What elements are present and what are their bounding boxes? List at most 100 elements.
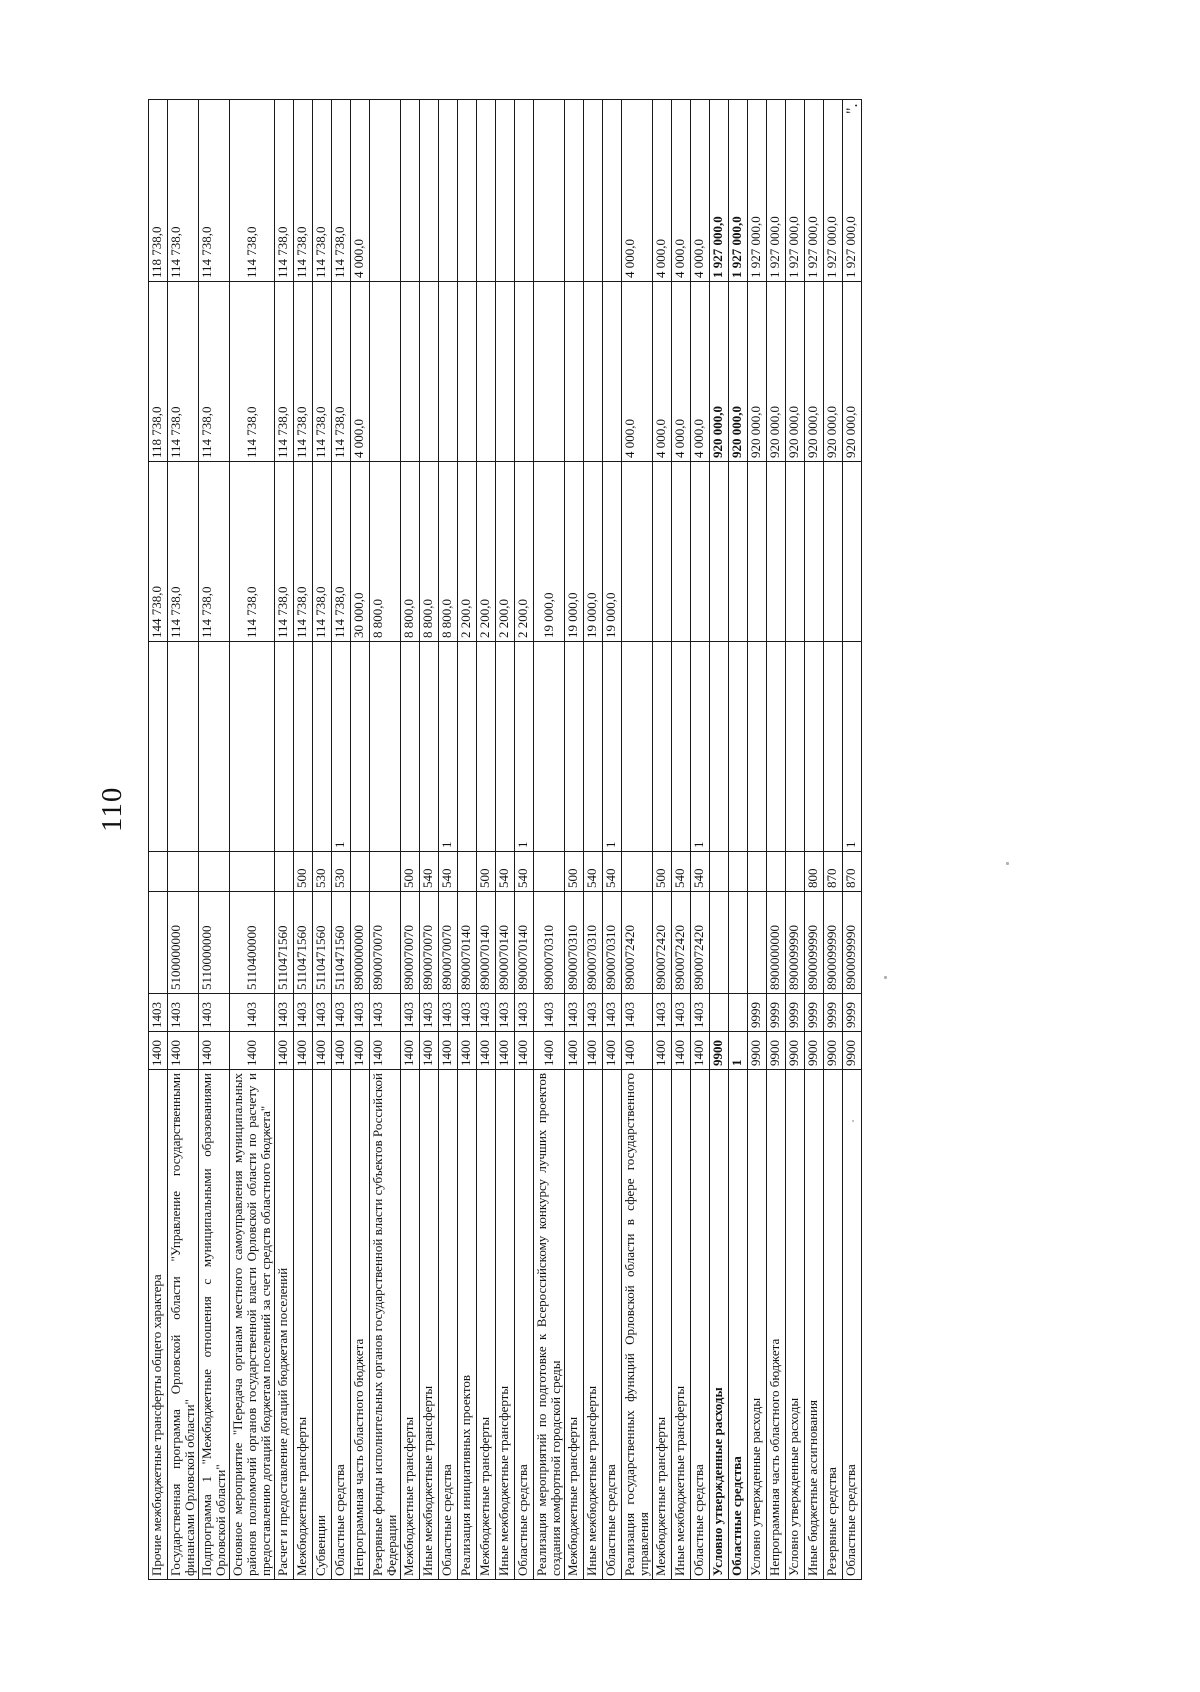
amount-year3-cell: 1 927 000,0 xyxy=(728,99,748,282)
amount-year1-cell xyxy=(728,461,748,642)
amount-year3-cell xyxy=(457,99,477,282)
section-code-cell: 1400 xyxy=(331,1031,351,1070)
subsection-code-cell: 1403 xyxy=(690,993,710,1032)
amount-year1-cell xyxy=(823,461,843,642)
section-code-cell: 1400 xyxy=(533,1031,565,1070)
target-article-cell: 8900070070 xyxy=(438,891,458,994)
amount-year3-cell: 114 738,0 xyxy=(274,99,294,282)
target-article-cell: 8900070140 xyxy=(457,891,477,994)
target-article-cell: 5110471560 xyxy=(331,891,351,994)
funding-source-cell xyxy=(804,641,824,852)
expense-type-cell: 500 xyxy=(400,851,420,892)
amount-year3-cell xyxy=(438,99,458,282)
subsection-code-cell: 1403 xyxy=(514,993,534,1032)
amount-year3-cell xyxy=(602,99,622,282)
table-row: Основное мероприятие "Передача органам м… xyxy=(229,99,275,1580)
funding-source-cell xyxy=(350,641,370,852)
section-code-cell: 1400 xyxy=(583,1031,603,1070)
amount-year3-cell: 118 738,0 xyxy=(148,99,168,282)
subsection-code-cell: 9999 xyxy=(766,993,786,1032)
section-code-cell: 1400 xyxy=(514,1031,534,1070)
amount-year3-cell: 1 927 000,0 xyxy=(747,99,767,282)
amount-year3-cell xyxy=(419,99,439,282)
amount-year3-cell: 114 738,0 xyxy=(198,99,230,282)
row-name-cell: Областные средства xyxy=(514,1069,534,1580)
funding-source-cell xyxy=(419,641,439,852)
amount-year2-cell xyxy=(495,281,515,462)
expense-type-cell xyxy=(785,851,805,892)
row-name-cell: Областные средства xyxy=(728,1069,748,1580)
target-article-cell xyxy=(747,891,767,994)
closing-quote: ". xyxy=(844,103,861,114)
row-name-cell: Областные средства xyxy=(690,1069,710,1580)
row-name-cell: Расчет и предоставление дотаций бюджетам… xyxy=(274,1069,294,1580)
amount-year3-cell xyxy=(533,99,565,282)
amount-year2-cell: 4 000,0 xyxy=(621,281,653,462)
subsection-code-cell: 1403 xyxy=(652,993,672,1032)
target-article-cell: 8900072420 xyxy=(690,891,710,994)
amount-year3-cell: 1 927 000,0 xyxy=(842,99,862,282)
amount-year2-cell xyxy=(419,281,439,462)
amount-year3-cell xyxy=(564,99,584,282)
scan-speck xyxy=(1006,862,1009,865)
funding-source-cell: 1 xyxy=(331,641,351,852)
row-name-cell: Непрограммная часть областного бюджета xyxy=(350,1069,370,1580)
section-code-cell: 1400 xyxy=(602,1031,622,1070)
expense-type-cell xyxy=(350,851,370,892)
subsection-code-cell: 1403 xyxy=(419,993,439,1032)
subsection-code-cell: 1403 xyxy=(476,993,496,1032)
row-name-cell: Прочие межбюджетные трансферты общего ха… xyxy=(148,1069,168,1580)
funding-source-cell xyxy=(766,641,786,852)
amount-year2-cell: 920 000,0 xyxy=(823,281,843,462)
target-article-cell: 8900070310 xyxy=(564,891,584,994)
section-code-cell: 1400 xyxy=(148,1031,168,1070)
target-article-cell: 5110400000 xyxy=(229,891,275,994)
funding-source-cell: 1 xyxy=(690,641,710,852)
amount-year1-cell: 19 000,0 xyxy=(602,461,622,642)
target-article-cell xyxy=(148,891,168,994)
subsection-code-cell: 1403 xyxy=(167,993,199,1032)
section-code-cell: 1400 xyxy=(495,1031,515,1070)
amount-year1-cell: 19 000,0 xyxy=(533,461,565,642)
expense-type-cell: 540 xyxy=(514,851,534,892)
expense-type-cell: 800 xyxy=(804,851,824,892)
amount-year2-cell: 114 738,0 xyxy=(274,281,294,462)
amount-year3-cell: 114 738,0 xyxy=(229,99,275,282)
funding-source-cell xyxy=(747,641,767,852)
funding-source-cell xyxy=(728,641,748,852)
row-name-cell: Областные средства xyxy=(331,1069,351,1580)
row-name-cell: Реализация мероприятий по подготовке к В… xyxy=(533,1069,565,1580)
expense-type-cell: 500 xyxy=(476,851,496,892)
funding-source-cell xyxy=(495,641,515,852)
funding-source-cell xyxy=(400,641,420,852)
expense-type-cell xyxy=(766,851,786,892)
row-name-cell: Иные межбюджетные трансферты xyxy=(419,1069,439,1580)
section-code-cell: 1400 xyxy=(312,1031,332,1070)
expense-type-cell: 540 xyxy=(419,851,439,892)
target-article-cell: 8900099990 xyxy=(823,891,843,994)
amount-year1-cell: 2 200,0 xyxy=(476,461,496,642)
amount-year2-cell: 114 738,0 xyxy=(167,281,199,462)
target-article-cell: 8900070140 xyxy=(495,891,515,994)
amount-year1-cell xyxy=(652,461,672,642)
section-code-cell: 1400 xyxy=(457,1031,477,1070)
amount-year2-cell: 4 000,0 xyxy=(690,281,710,462)
amount-year2-cell xyxy=(583,281,603,462)
funding-source-cell xyxy=(148,641,168,852)
row-name-cell: Межбюджетные трансферты xyxy=(400,1069,420,1580)
section-code-cell: 9900 xyxy=(747,1031,767,1070)
subsection-code-cell: 1403 xyxy=(400,993,420,1032)
amount-year2-cell: 920 000,0 xyxy=(842,281,862,462)
row-name-cell: Межбюджетные трансферты xyxy=(652,1069,672,1580)
section-code-cell: 1400 xyxy=(652,1031,672,1070)
row-name-cell: Областные средства xyxy=(842,1069,862,1580)
section-code-cell: 1400 xyxy=(350,1031,370,1070)
